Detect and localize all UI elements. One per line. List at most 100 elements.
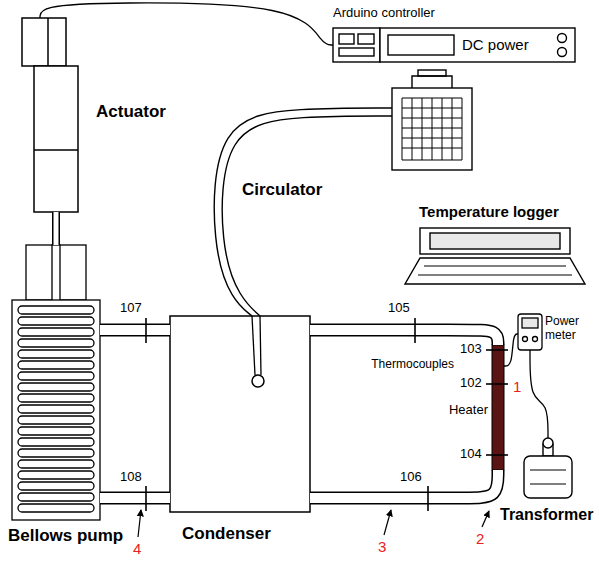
actuator: Actuator: [22, 18, 90, 212]
laptop-lid: [420, 228, 570, 254]
part-label: Actuator: [96, 102, 166, 122]
callout-number: 3: [378, 538, 386, 555]
laptop-drawing: [405, 228, 585, 284]
thermocouple-tick: [414, 318, 416, 343]
part-label: Bellows pump: [8, 526, 123, 546]
thermocouple-number: 105: [388, 301, 410, 316]
pump-rod: [52, 245, 60, 306]
coil-inlet: [252, 375, 264, 387]
power-supply: DC power: [380, 28, 575, 62]
power-meter-body: [518, 314, 542, 350]
circulator: Circulator: [392, 88, 472, 170]
coolant-hose-stroke: [214, 108, 392, 316]
condenser-box: [170, 316, 310, 512]
power-meter-drawing: [518, 314, 542, 350]
knob: [558, 48, 567, 57]
thermocouple-tick: [486, 349, 508, 351]
thermocouple-tick: [486, 454, 508, 456]
power-supply-display: [388, 35, 454, 55]
annotation-label: Thermocouples: [371, 358, 454, 372]
leader-line: [384, 510, 391, 535]
push-rod-stroke: [54, 212, 59, 245]
thermocouple-number: 108: [120, 470, 142, 485]
circulator-handle: [418, 70, 446, 76]
motor-housing: [22, 18, 66, 66]
pipe: [100, 498, 170, 499]
chip: [339, 48, 374, 56]
thermocouple-tick: [427, 486, 429, 511]
thermocouple-tick: [486, 383, 508, 385]
transformer: Transformer: [524, 438, 572, 498]
thermocouple-number: 107: [120, 301, 142, 316]
control-wire: [40, 3, 333, 45]
part-label: Power meter: [545, 315, 595, 343]
circulator-drawing: [392, 70, 472, 170]
circulator-handle-frame: [412, 76, 452, 88]
pipe: [100, 329, 170, 330]
push-rod: [56, 212, 57, 245]
power-meter: Power meter: [518, 314, 542, 350]
thermocouple-ticks: [146, 318, 508, 511]
part-label: Transformer: [500, 506, 593, 524]
pipe-stroke: [100, 325, 170, 335]
circulator-grid: [402, 98, 462, 160]
callout-number: 2: [476, 530, 484, 547]
controller-drawing: [333, 28, 575, 62]
power-wire-stroke: [530, 350, 548, 438]
coolant-hose-stroke: [222, 116, 392, 316]
thermocouple-number: 103: [460, 342, 482, 357]
pipe-stroke: [310, 470, 498, 498]
chip: [339, 34, 354, 44]
power-wire: [530, 350, 548, 438]
bellows-convolutions: [18, 306, 94, 512]
pipe-stroke: [310, 470, 498, 498]
laptop-screen: [430, 233, 560, 249]
hose-inner: [260, 316, 261, 375]
leader-line: [138, 510, 141, 537]
laptop-keys: [418, 266, 572, 275]
part-label: Heater: [449, 403, 488, 418]
laptop-base: [405, 258, 585, 284]
button: [533, 337, 538, 342]
knob: [558, 34, 567, 43]
heater: Heater: [492, 345, 504, 470]
thermocouple-number: 102: [460, 376, 482, 391]
motor-divider: [47, 18, 49, 66]
power-meter-screen: [522, 318, 538, 328]
leader-line: [482, 511, 489, 527]
thermocouple-number: 106: [400, 470, 422, 485]
part-label: Circulator: [242, 180, 322, 200]
button: [523, 337, 528, 342]
transformer-knob: [543, 438, 553, 448]
bellows-pump: Bellows pump: [12, 245, 100, 520]
coolant-hose: [214, 108, 392, 316]
transformer-drawing: [524, 438, 572, 498]
push-rod-stroke: [52, 212, 60, 245]
control-wire-stroke: [40, 3, 333, 45]
actuator-cylinder: [34, 66, 78, 212]
heater-element: [492, 345, 504, 470]
part-label: Arduino controller: [333, 6, 435, 21]
part-label: DC power: [462, 36, 529, 53]
thermocouple-tick: [145, 486, 147, 511]
pump-body: [12, 300, 100, 520]
pipe: [310, 470, 498, 498]
chip: [358, 34, 374, 44]
transformer-body: [524, 456, 572, 498]
part-label: Condenser: [182, 524, 271, 544]
pipe-stroke: [100, 323, 170, 336]
condenser-drawing: [170, 316, 310, 512]
power-supply-box: [380, 28, 575, 62]
condenser: Condenser: [170, 316, 310, 512]
arduino-board: [333, 28, 380, 62]
pipe-stroke: [100, 493, 170, 503]
bellows-pump-drawing: [12, 245, 100, 520]
callout-number: 1: [513, 378, 521, 395]
pipe-stroke: [100, 492, 170, 505]
hose-inner: [252, 316, 255, 375]
actuator-drawing: [22, 18, 78, 212]
circulator-box: [392, 88, 472, 170]
